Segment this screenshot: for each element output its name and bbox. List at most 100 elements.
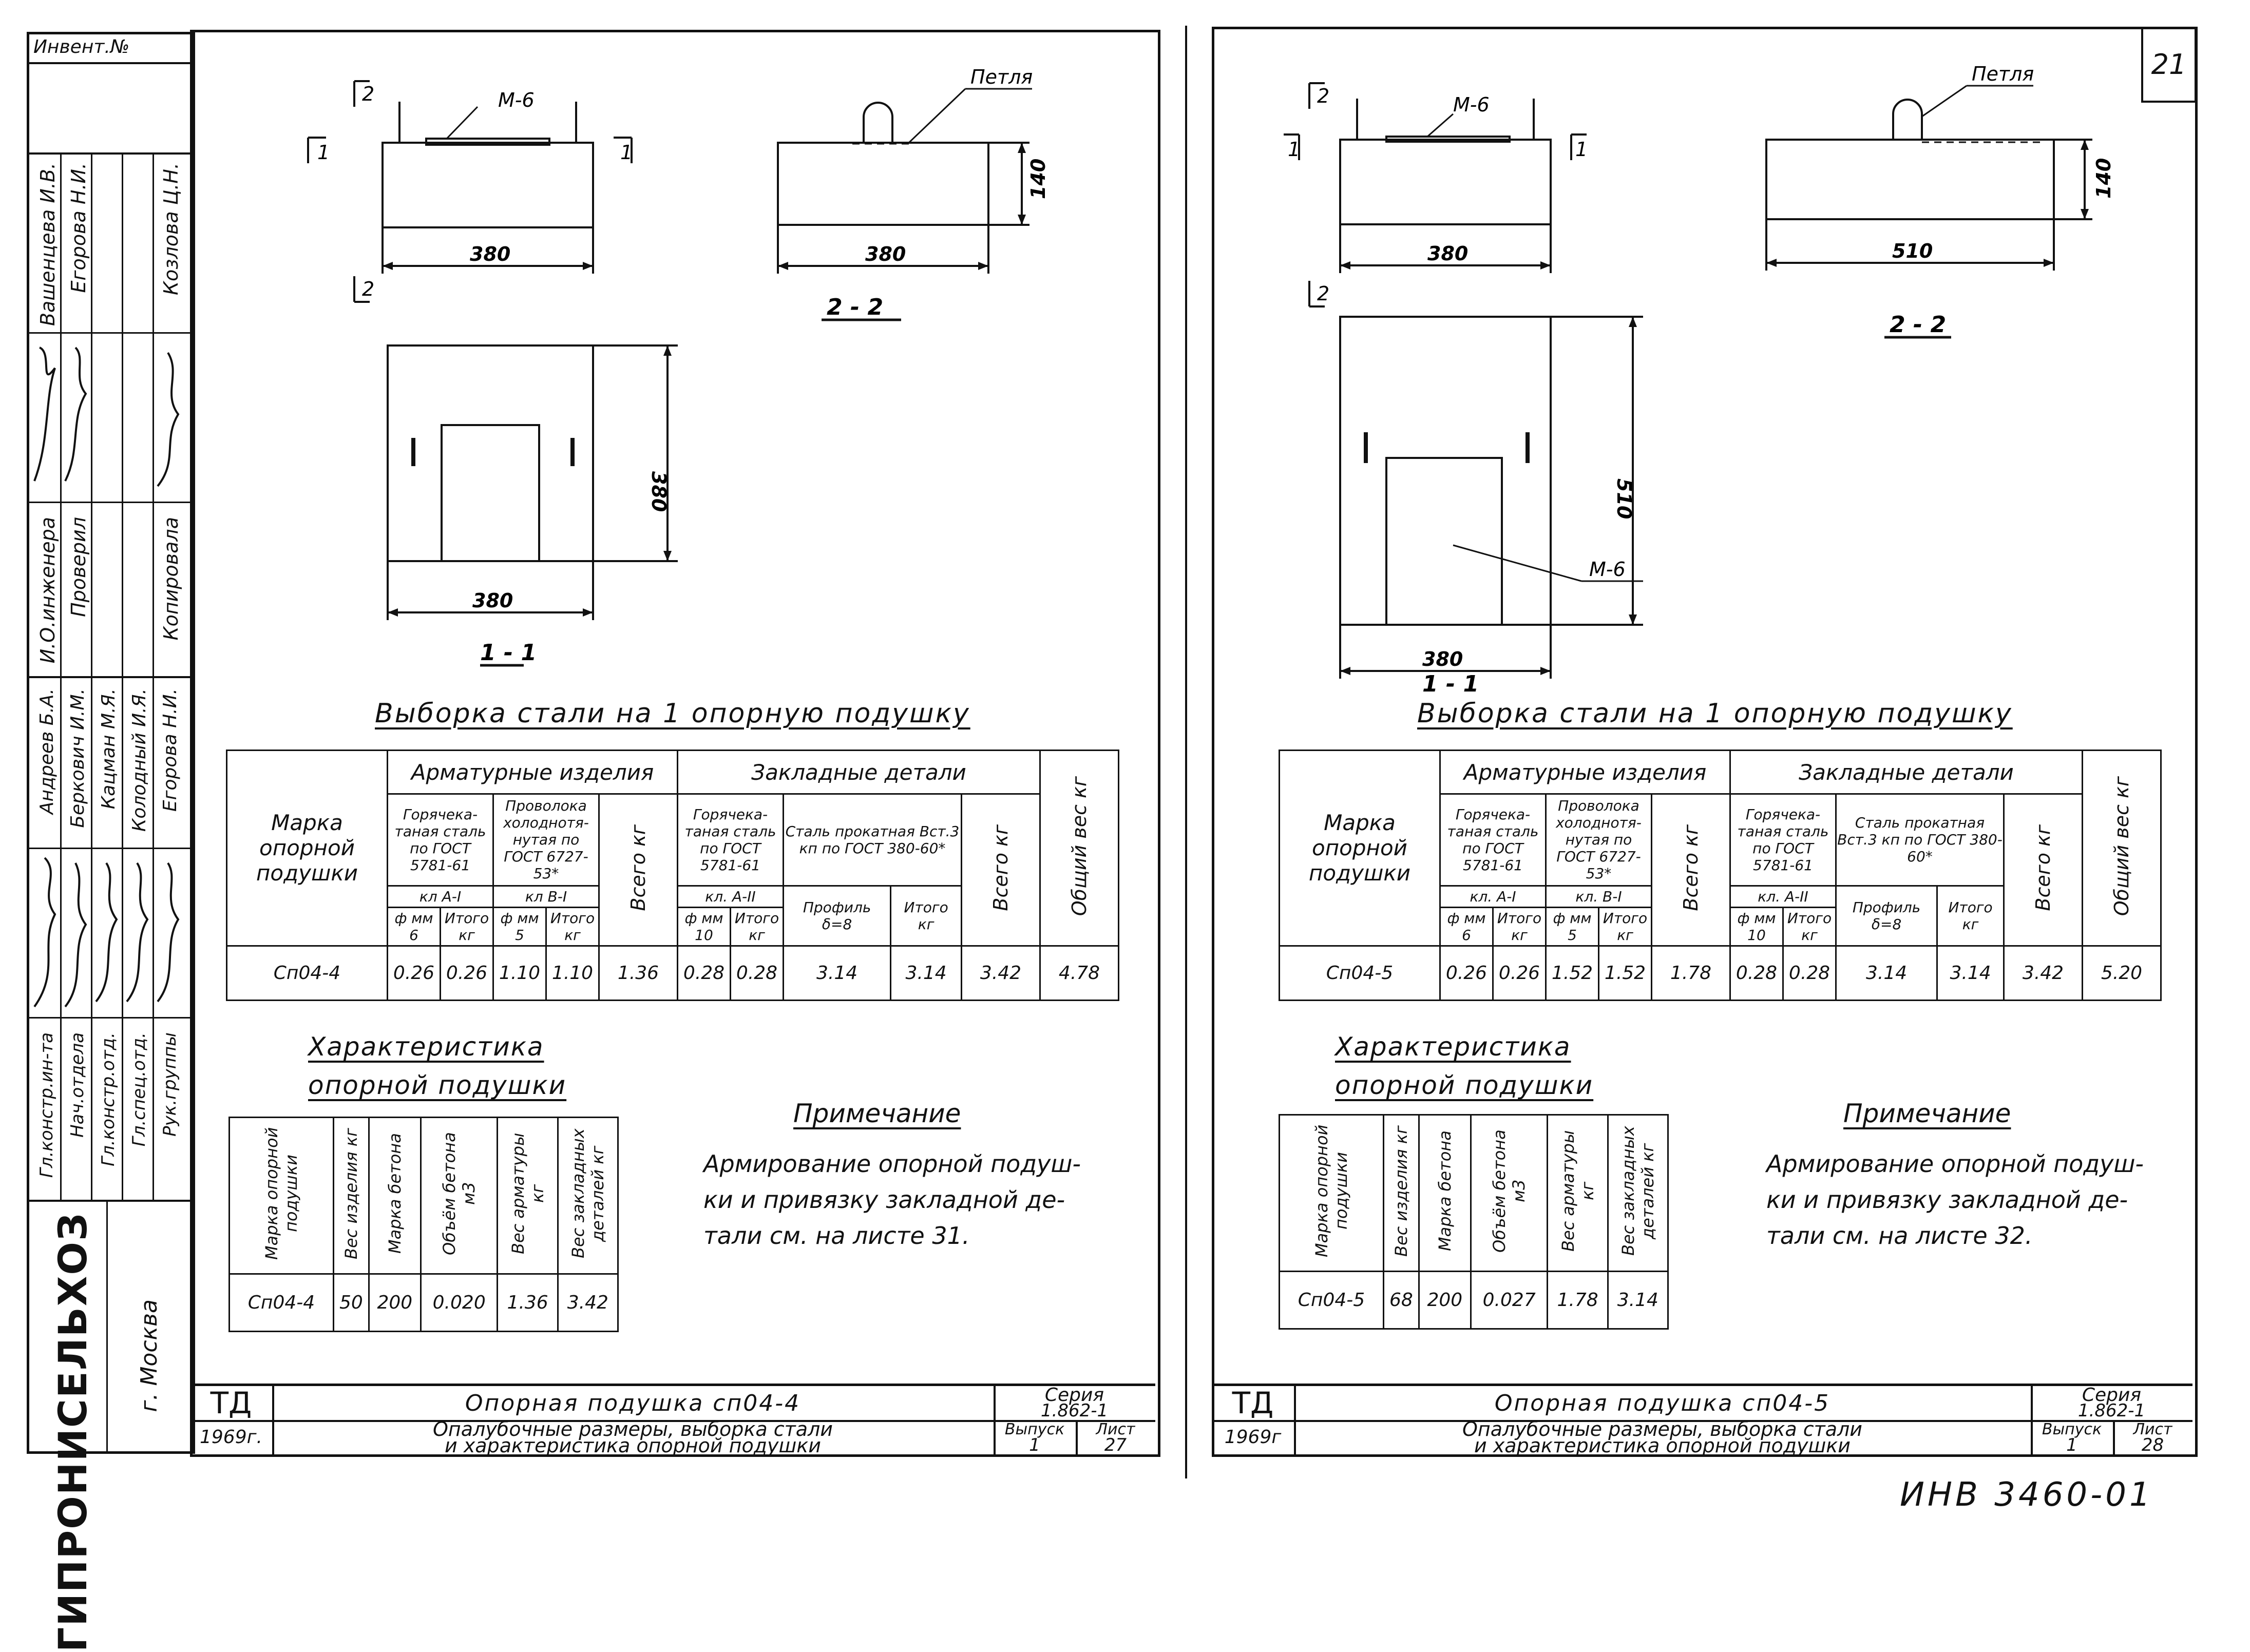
cell: 3.42 xyxy=(567,1292,608,1314)
tb-name: Опорная подушка сп04-4 xyxy=(465,1390,801,1416)
char-header: Объём бетона м3 xyxy=(440,1132,479,1255)
stamp-person: Колодный И.Я. xyxy=(129,688,150,832)
stamp-col-line xyxy=(60,678,62,1202)
char-header: Вес закладных деталей кг xyxy=(568,1128,607,1259)
cell: 0.26 xyxy=(1498,962,1540,984)
note-line: ки и привязку закладной де- xyxy=(703,1186,1065,1214)
stamp-role: И.О.инженера xyxy=(36,517,59,664)
org-divider xyxy=(106,1202,108,1453)
class-a2: кл. А-II xyxy=(705,888,756,905)
cell: 1.78 xyxy=(1670,962,1712,984)
tb-line xyxy=(272,1420,1155,1422)
stamp-col-line xyxy=(91,678,92,1202)
cell: 0.26 xyxy=(1445,962,1488,984)
char-header: Вес изделия кг xyxy=(1391,1125,1411,1257)
note-line: тали см. на листе 32. xyxy=(1766,1222,2033,1250)
char-header: Вес арматуры кг xyxy=(1558,1130,1597,1252)
h-sum: Итого xyxy=(1948,898,1993,916)
h-sum: Итого xyxy=(1787,909,1832,927)
signatures-block-lower: Андреев Б.А. Беркович И.М. Кацман М.Я. К… xyxy=(29,676,193,1202)
tb-issue-label: Выпуск xyxy=(1004,1420,1065,1438)
organization-name: ГИПРОНИСЕЛЬХОЗ xyxy=(50,1212,96,1652)
table-row: Сп04-5 68 200 0.027 1.78 3.14 xyxy=(1279,1271,1669,1330)
tb-desc: Опалубочные размеры, выборка стали xyxy=(1462,1418,1863,1440)
cell: 0.26 xyxy=(393,962,435,984)
cell: 1.52 xyxy=(1551,962,1593,984)
stamp-col-line xyxy=(91,152,92,676)
tb-issue: 1 xyxy=(1029,1435,1040,1455)
td-mark: ТД xyxy=(1232,1386,1274,1420)
cell: 0.26 xyxy=(446,962,488,984)
col-rolled-header: Сталь прокатная Вст.3 кп по ГОСТ 380-60* xyxy=(1837,814,2003,866)
group-emb-header: Закладные детали xyxy=(1799,759,2014,785)
col-wire-header: Проволока холоднотя-нутая по ГОСТ 6727-5… xyxy=(1556,797,1642,882)
stamp-role: Рук.группы xyxy=(160,1032,180,1137)
dim-text: Петля xyxy=(970,66,1033,88)
tb-series-label: Серия xyxy=(1044,1385,1104,1406)
group-arm-header: Арматурные изделия xyxy=(1463,759,1707,785)
cell: 0.027 xyxy=(1482,1290,1536,1311)
cell: 0.020 xyxy=(432,1292,486,1314)
h-prof: Профиль xyxy=(1852,898,1921,916)
tb-series: 1.862-1 xyxy=(2077,1400,2146,1421)
col-hot-header: Горячека-таная сталь по ГОСТ 5781-61 xyxy=(1447,805,1539,874)
tb-issue-label: Выпуск xyxy=(2042,1420,2102,1438)
tb-sheet-label: Лист xyxy=(1096,1420,1135,1438)
stamp-row-line xyxy=(29,1017,193,1019)
cell: 1.36 xyxy=(507,1292,548,1314)
col-weight-header: Общий вес кг xyxy=(2110,776,2133,916)
sub-kg: кг xyxy=(564,926,581,944)
cell: 200 xyxy=(1427,1290,1463,1311)
cell: 0.28 xyxy=(736,962,778,984)
stamp-role: Копировала xyxy=(160,517,182,641)
sec-mark: 1 xyxy=(317,141,330,164)
stamp-person: Егорова Н.И. xyxy=(160,688,181,812)
stamp-strip: Инвент.№ Вашенцева И.В. Егорова Н.И. Коз… xyxy=(27,32,195,1652)
tb-year: 1969г. xyxy=(200,1427,262,1448)
char-table-right: Марка опорной подушки Вес изделия кг Мар… xyxy=(1279,1113,1669,1330)
tb-line xyxy=(1076,1420,1078,1454)
class-b1: кл. В-I xyxy=(1575,888,1622,905)
formwork-drawing-left: М-6 Петля 380 380 140 380 380 1 1 2 2 2 … xyxy=(307,66,1050,667)
col-hot2-header: Горячека-таная сталь по ГОСТ 5781-61 xyxy=(684,805,776,874)
table-row: Сп04-4 50 200 0.020 1.36 3.42 xyxy=(228,1273,619,1332)
cell: 3.42 xyxy=(980,962,1022,984)
steel-table-left: Марка опорной подушки Арматурные изделия… xyxy=(226,749,1119,1002)
section-label: 1 - 1 xyxy=(1422,671,1479,694)
tb-line xyxy=(1294,1420,2192,1422)
cell: 68 xyxy=(1389,1290,1413,1311)
col-total-header: Всего кг xyxy=(1680,824,1702,911)
stamp-role: Гл.спец.отд. xyxy=(129,1032,149,1147)
sec-mark: 2 xyxy=(1317,282,1329,305)
cell: 50 xyxy=(339,1292,363,1314)
sheet-number-box: 21 xyxy=(2141,27,2197,103)
handwritten-signatures xyxy=(33,857,180,1008)
stamp-role: Гл.констр.отд. xyxy=(98,1032,119,1166)
sec-mark: 1 xyxy=(1575,138,1588,161)
stamp-person: Козлова Ц.Н. xyxy=(160,163,182,295)
char-header: Вес арматуры кг xyxy=(508,1132,547,1255)
group-emb-header: Закладные детали xyxy=(751,759,966,785)
col-total-header: Всего кг xyxy=(627,824,650,911)
stamp-person: Кацман М.Я. xyxy=(98,688,119,810)
sub-kg: кг xyxy=(459,926,475,944)
sub-dia: 6 xyxy=(409,926,418,944)
tb-series-label: Серия xyxy=(2082,1385,2142,1406)
stamp-person: Вашенцева И.В. xyxy=(36,163,59,326)
cell: 3.14 xyxy=(1950,962,1991,984)
sheet-frame-right xyxy=(1212,27,2198,1457)
cell: 1.36 xyxy=(617,962,659,984)
col-mark-header: Марка опорной подушки xyxy=(1308,810,1411,886)
h-dia: ф мм xyxy=(500,909,539,927)
col-wire-header: Проволока холоднотя-нутая по ГОСТ 6727-5… xyxy=(503,797,589,882)
char-header: Марка опорной подушки xyxy=(1312,1124,1351,1258)
col-hot-header: Горячека-таная сталь по ГОСТ 5781-61 xyxy=(394,805,486,874)
tb-sheet-label: Лист xyxy=(2133,1420,2172,1438)
dim-text: 140 xyxy=(1027,159,1050,199)
stamp-row-line xyxy=(29,848,193,849)
dim-text: 380 xyxy=(647,471,670,512)
stamp-col-line xyxy=(152,152,154,676)
note-title: Примечание xyxy=(1843,1099,2011,1128)
cell: 3.14 xyxy=(816,962,858,984)
dim-text: 380 xyxy=(472,589,513,612)
